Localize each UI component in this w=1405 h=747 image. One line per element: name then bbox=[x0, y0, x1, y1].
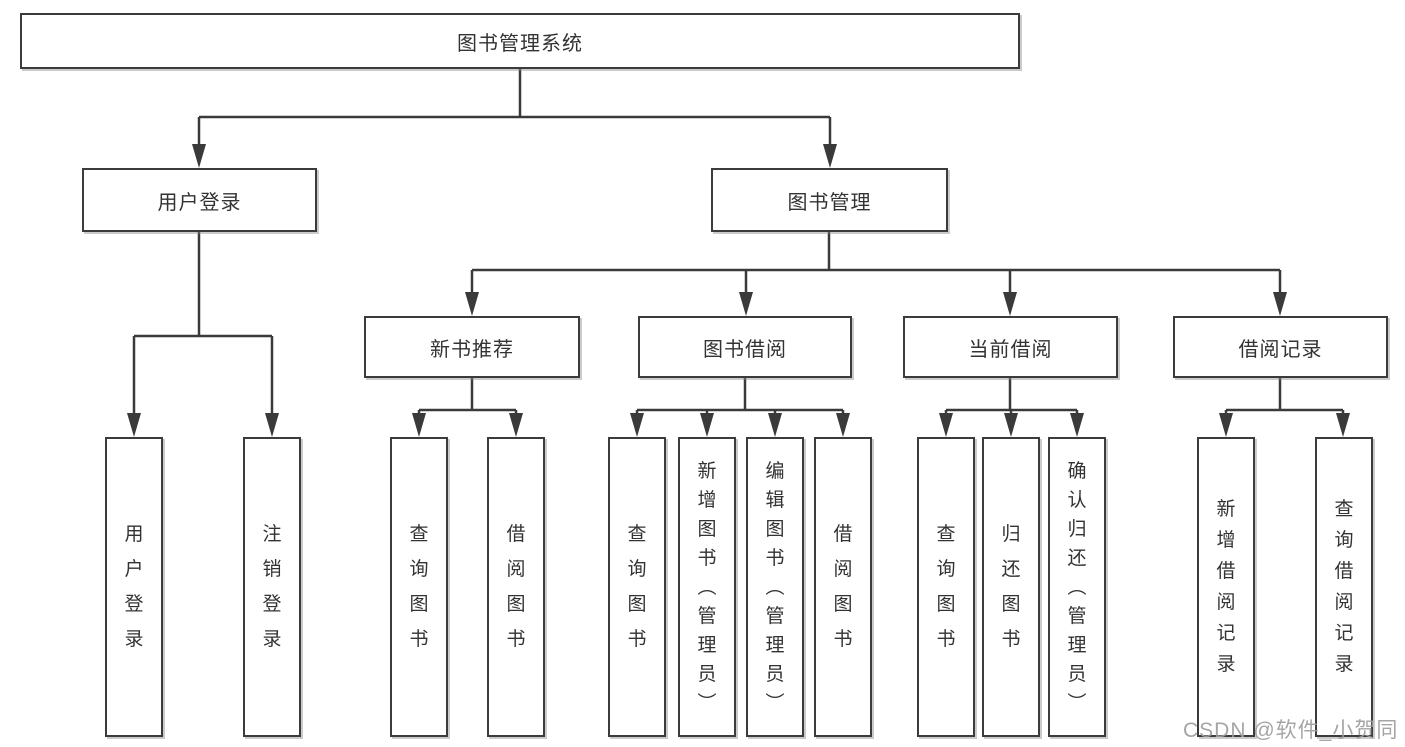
leaf-query-borrow-record-label: 查 询 借 阅 记 录 bbox=[1334, 499, 1354, 675]
arrowheads bbox=[127, 144, 1350, 437]
leaf-edit-books-admin: 编 辑 图 书 ︵ 管 理 员 ︶ bbox=[746, 437, 804, 737]
leaf-confirm-return-admin: 确 认 归 还 ︵ 管 理 员 ︶ bbox=[1048, 437, 1106, 737]
node-book-borrow: 图书借阅 bbox=[638, 316, 852, 378]
leaf-edit-books-admin-label: 编 辑 图 书 ︵ 管 理 员 ︶ bbox=[765, 460, 785, 714]
leaf-recommend-query-books-label: 查 询 图 书 bbox=[409, 524, 429, 650]
leaf-logout-label: 注 销 登 录 bbox=[262, 524, 282, 650]
leaf-confirm-return-admin-label: 确 认 归 还 ︵ 管 理 员 ︶ bbox=[1067, 460, 1087, 714]
leaf-add-books-admin: 新 增 图 书 ︵ 管 理 员 ︶ bbox=[678, 437, 736, 737]
leaf-borrow-books: 借 阅 图 书 bbox=[814, 437, 872, 737]
leaf-user-login-label: 用 户 登 录 bbox=[124, 524, 144, 650]
leaf-add-borrow-record-label: 新 增 借 阅 记 录 bbox=[1216, 499, 1236, 675]
leaf-borrow-books-label: 借 阅 图 书 bbox=[833, 524, 853, 650]
node-user-login: 用户登录 bbox=[82, 168, 317, 232]
leaf-user-login: 用 户 登 录 bbox=[105, 437, 163, 737]
leaf-add-borrow-record: 新 增 借 阅 记 录 bbox=[1197, 437, 1255, 737]
node-new-book-recommend: 新书推荐 bbox=[364, 316, 580, 378]
node-current-borrow-label: 当前借阅 bbox=[968, 338, 1053, 361]
csdn-watermark: CSDN @软件_小贺同学 bbox=[1183, 719, 1399, 742]
leaf-return-books: 归 还 图 书 bbox=[982, 437, 1040, 737]
leaf-current-query-books: 查 询 图 书 bbox=[917, 437, 975, 737]
leaf-borrow-query-books: 查 询 图 书 bbox=[608, 437, 666, 737]
leaf-return-books-label: 归 还 图 书 bbox=[1001, 524, 1021, 650]
node-root: 图书管理系统 bbox=[20, 13, 1020, 69]
node-book-mgmt-label: 图书管理 bbox=[787, 191, 872, 214]
leaf-add-books-admin-label: 新 增 图 书 ︵ 管 理 员 ︶ bbox=[697, 460, 717, 714]
leaf-logout: 注 销 登 录 bbox=[243, 437, 301, 737]
leaf-recommend-borrow-books-label: 借 阅 图 书 bbox=[506, 524, 526, 650]
node-book-borrow-label: 图书借阅 bbox=[703, 338, 787, 361]
node-root-label: 图书管理系统 bbox=[457, 32, 583, 55]
node-user-login-label: 用户登录 bbox=[157, 191, 242, 214]
node-borrow-records-label: 借阅记录 bbox=[1238, 338, 1323, 361]
leaf-borrow-query-books-label: 查 询 图 书 bbox=[627, 524, 647, 650]
leaf-recommend-borrow-books: 借 阅 图 书 bbox=[487, 437, 545, 737]
node-borrow-records: 借阅记录 bbox=[1173, 316, 1388, 378]
node-new-book-recommend-label: 新书推荐 bbox=[430, 338, 514, 361]
leaf-query-borrow-record: 查 询 借 阅 记 录 bbox=[1315, 437, 1373, 737]
node-current-borrow: 当前借阅 bbox=[903, 316, 1118, 378]
node-book-mgmt: 图书管理 bbox=[711, 168, 948, 232]
leaf-current-query-books-label: 查 询 图 书 bbox=[936, 524, 956, 650]
leaf-recommend-query-books: 查 询 图 书 bbox=[390, 437, 448, 737]
